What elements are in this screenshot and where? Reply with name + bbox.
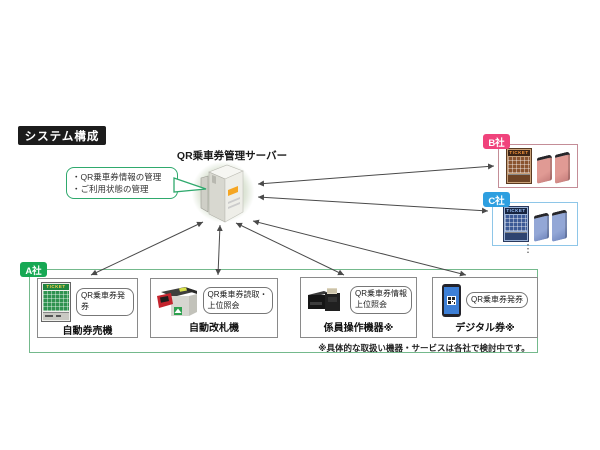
device-caption: デジタル券※ [455,323,515,334]
device-function-tag: QR乗車券読取・ 上位照会 [202,286,273,315]
ticket-vending-machine-icon: TICKET [41,282,71,322]
diagram-title: システム構成 [18,126,106,145]
device-function-tag: QR乗車券発券 [76,288,134,316]
device-caption: 自動改札機 [189,323,239,334]
server-icon [200,164,244,223]
device-ticket-gate: QR乗車券読取・ 上位照会 自動改札機 [150,278,278,338]
ticket-machine-icon: TICKET [506,148,532,184]
gate-devices-icon [537,150,570,184]
device-function-tag: QR乗車券情報 上位照会 [350,286,412,314]
ticket-gate-icon [156,286,197,316]
gate-devices-icon [534,208,567,242]
company-c-box: TICKET [492,202,578,246]
smartphone-qr-icon [442,283,461,317]
more-companies-ellipsis: ⋮ [522,243,534,255]
company-a-label: A社 [20,262,47,277]
company-b-box: TICKET [498,144,578,188]
ticket-machine-icon: TICKET [503,206,529,242]
server-functions-callout: ・QR乗車券情報の管理 ・ご利用状態の管理 [66,167,178,199]
device-function-tag: QR乗車券発券 [466,291,528,309]
device-ticket-vending-machine: TICKET QR乗車券発券 自動券売機 [37,278,138,338]
staff-terminal-icon [308,288,340,311]
company-c-label: C社 [483,192,510,207]
device-digital-ticket: QR乗車券発券 デジタル券※ [432,277,538,338]
device-caption: 自動券売機 [62,326,113,337]
device-staff-terminal: QR乗車券情報 上位照会 係員操作機器※ [300,277,417,338]
device-caption: 係員操作機器※ [323,323,394,334]
footnote: ※具体的な取扱い機器・サービスは各社で検討中です。 [318,343,530,353]
company-b-label: B社 [483,134,510,149]
